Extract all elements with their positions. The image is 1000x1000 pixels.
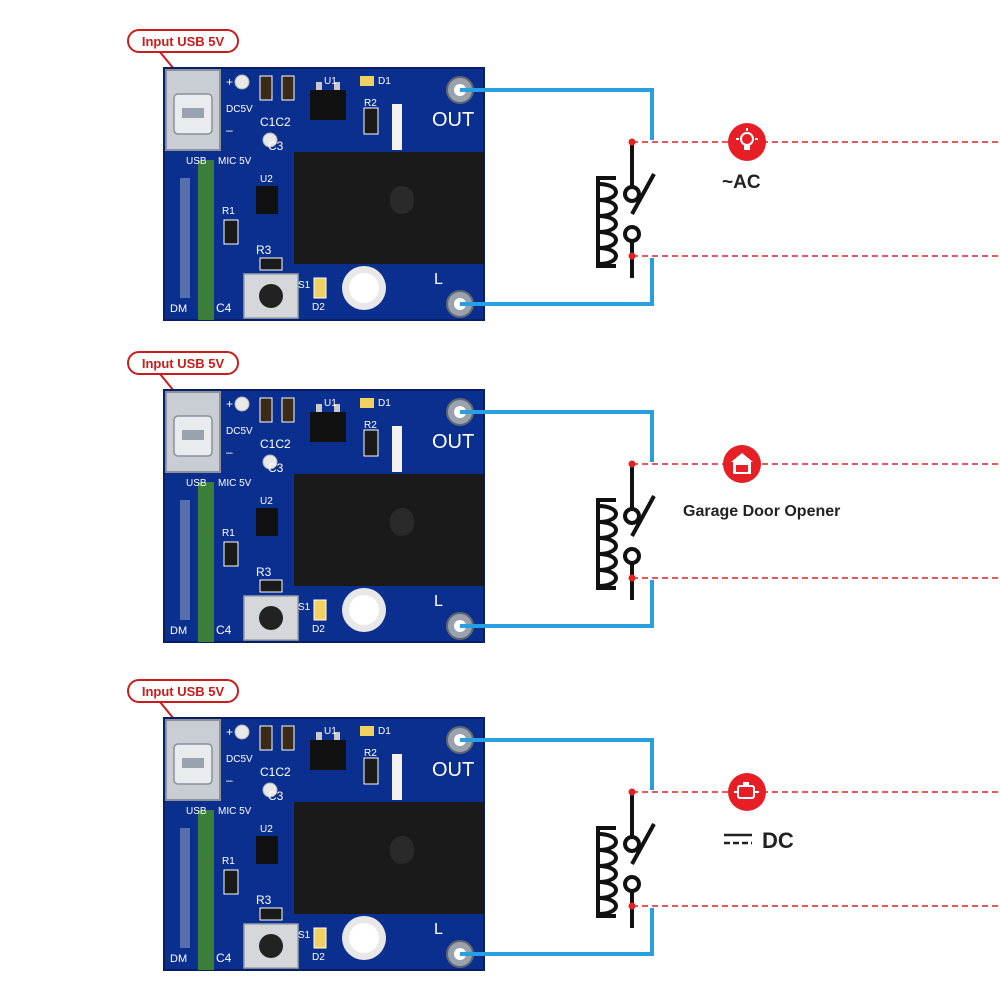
silkscreen-label: D2 [312, 952, 325, 963]
garage-icon [723, 445, 761, 483]
load-lines [628, 138, 1000, 260]
silkscreen-label: + [226, 725, 233, 739]
silkscreen-label: C1C2 [260, 765, 291, 779]
silkscreen-label: DM [170, 303, 187, 315]
out-terminal-label: OUT [432, 759, 474, 781]
wires [460, 410, 654, 628]
silkscreen-label: U2 [260, 824, 273, 835]
input-usb-tag: Input USB 5V [127, 351, 239, 403]
out-terminal-label: OUT [432, 109, 474, 131]
silkscreen-label: D1 [378, 398, 391, 409]
load-label: Garage Door Opener [683, 503, 840, 520]
silkscreen-label: R1 [222, 528, 235, 539]
load-label: ~AC [722, 172, 761, 193]
silkscreen-label: D1 [378, 76, 391, 87]
relay-symbol-icon [596, 142, 656, 280]
silkscreen-label: MIC 5V [218, 478, 252, 489]
wires [460, 738, 654, 956]
silkscreen-label: S1 [298, 280, 311, 291]
silkscreen-label: R3 [256, 893, 272, 907]
silkscreen-label: R2 [364, 98, 377, 109]
silkscreen-label: R1 [222, 856, 235, 867]
input-usb-label: Input USB 5V [142, 356, 225, 371]
silkscreen-label: DM [170, 625, 187, 637]
silkscreen-label: C3 [268, 461, 284, 475]
silkscreen-label: R3 [256, 565, 272, 579]
l-terminal-label: L [434, 271, 443, 288]
silkscreen-label: S1 [298, 930, 311, 941]
load-lines [628, 460, 1000, 582]
silkscreen-label: – [226, 445, 233, 459]
silkscreen-label: C1C2 [260, 115, 291, 129]
l-terminal-label: L [434, 921, 443, 938]
wires [460, 88, 654, 306]
silkscreen-label: DC5V [226, 104, 253, 115]
silkscreen-label: C3 [268, 789, 284, 803]
silkscreen-label: DC5V [226, 426, 253, 437]
relay-symbol-icon [596, 792, 656, 930]
load-label: DC [762, 828, 794, 853]
input-usb-tag: Input USB 5V [127, 29, 239, 81]
input-usb-label: Input USB 5V [142, 684, 225, 699]
silkscreen-label: D2 [312, 624, 325, 635]
silkscreen-label: + [226, 397, 233, 411]
silkscreen-label: USB [186, 156, 207, 167]
silkscreen-label: + [226, 75, 233, 89]
silkscreen-label: – [226, 123, 233, 137]
silkscreen-label: R1 [222, 206, 235, 217]
silkscreen-label: R2 [364, 748, 377, 759]
silkscreen-label: U1 [324, 398, 337, 409]
engine-icon [728, 773, 766, 811]
silkscreen-label: U1 [324, 76, 337, 87]
silkscreen-label: USB [186, 478, 207, 489]
silkscreen-label: C4 [216, 301, 232, 315]
silkscreen-label: U2 [260, 174, 273, 185]
relay-symbol-icon [596, 464, 656, 602]
input-usb-label: Input USB 5V [142, 34, 225, 49]
light-bulb-icon [728, 123, 766, 161]
silkscreen-label: C4 [216, 951, 232, 965]
silkscreen-label: C3 [268, 139, 284, 153]
input-usb-tag: Input USB 5V [127, 679, 239, 731]
out-terminal-label: OUT [432, 431, 474, 453]
l-terminal-label: L [434, 593, 443, 610]
silkscreen-label: DC5V [226, 754, 253, 765]
silkscreen-label: USB [186, 806, 207, 817]
dc-symbol-icon [724, 833, 752, 845]
silkscreen-label: C1C2 [260, 437, 291, 451]
load-lines [628, 788, 1000, 910]
silkscreen-label: DM [170, 953, 187, 965]
silkscreen-label: R2 [364, 420, 377, 431]
silkscreen-label: D1 [378, 726, 391, 737]
silkscreen-label: MIC 5V [218, 806, 252, 817]
silkscreen-label: C4 [216, 623, 232, 637]
silkscreen-label: U1 [324, 726, 337, 737]
silkscreen-label: – [226, 773, 233, 787]
silkscreen-label: R3 [256, 243, 272, 257]
silkscreen-label: D2 [312, 302, 325, 313]
silkscreen-label: S1 [298, 602, 311, 613]
silkscreen-label: U2 [260, 496, 273, 507]
silkscreen-label: MIC 5V [218, 156, 252, 167]
